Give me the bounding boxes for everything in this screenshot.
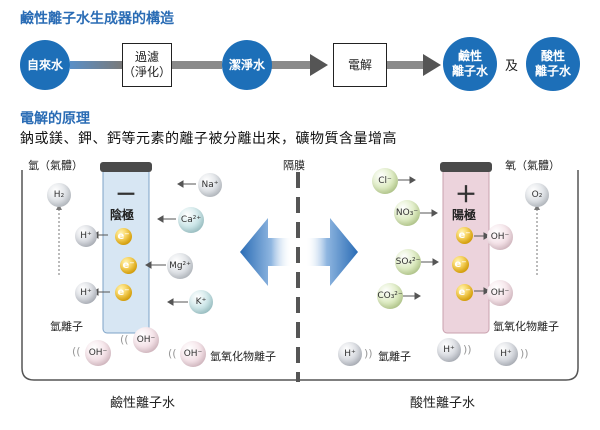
flow-line-2 bbox=[170, 61, 222, 69]
diagram-canvas bbox=[21, 162, 579, 382]
hydrogen-gas-label: 氫（氣體） bbox=[28, 159, 83, 172]
electron-ion: e⁻ bbox=[456, 227, 473, 244]
hydroxide-ion: OH⁻ bbox=[85, 340, 111, 366]
sulfate-ion: SO₄²⁻ bbox=[395, 249, 421, 275]
node-clean-water: 潔淨水 bbox=[222, 40, 272, 90]
carbonate-ion: CO₃²⁻ bbox=[377, 283, 403, 309]
acidic-water-label: 酸性離子水 bbox=[410, 396, 476, 411]
sodium-ion: Na⁺ bbox=[198, 173, 222, 197]
hydroxide-ion: OH⁻ bbox=[487, 280, 513, 306]
o2-molecule: O₂ bbox=[525, 183, 549, 207]
flow-connectors bbox=[70, 54, 441, 76]
anode-ion-arrows bbox=[398, 176, 490, 300]
hydrogen-ion: H⁺ bbox=[437, 338, 461, 362]
electron-ion: e⁻ bbox=[115, 228, 132, 245]
hydrogen-ion: H⁺ bbox=[75, 282, 97, 304]
hydrogen-ion: H⁺ bbox=[75, 225, 97, 247]
node-acidic-water: 酸性 離子水 bbox=[526, 37, 580, 91]
hydroxide-ion: OH⁻ bbox=[133, 327, 159, 353]
hydrogen-ion-label-left: 氫離子 bbox=[50, 320, 83, 333]
flow-line-4 bbox=[385, 61, 423, 69]
chloride-ion: Cl⁻ bbox=[372, 168, 398, 194]
electron-ion: e⁻ bbox=[452, 256, 469, 273]
flow-arrow-2 bbox=[423, 54, 441, 76]
left-big-arrow bbox=[240, 218, 292, 286]
hydroxide-ion-label-left: 氫氧化物離子 bbox=[210, 350, 276, 363]
hydroxide-ion: OH⁻ bbox=[180, 341, 206, 367]
structure-title: 鹼性離子水生成器的構造 bbox=[20, 11, 174, 27]
cathode-minus-sign: － bbox=[114, 183, 137, 208]
flow-line-1 bbox=[70, 61, 122, 69]
principle-subtitle: 鈉或鎂、鉀、鈣等元素的離子被分離出來，礦物質含量增高 bbox=[20, 131, 397, 147]
electron-ion: e⁻ bbox=[120, 257, 137, 274]
anode-cap bbox=[440, 162, 492, 172]
cathode-label: 陰極 bbox=[110, 208, 135, 222]
hydrogen-ion: H⁺ bbox=[494, 342, 518, 366]
alkaline-water-label: 鹼性離子水 bbox=[110, 396, 176, 411]
principle-title: 電解的原理 bbox=[20, 111, 90, 127]
oxygen-gas-label: 氧（氣體） bbox=[505, 159, 560, 172]
and-text: 及 bbox=[505, 59, 519, 74]
membrane-label: 隔膜 bbox=[283, 159, 305, 172]
h2-molecule: H₂ bbox=[47, 183, 71, 207]
node-filter: 過濾 （淨化） bbox=[122, 43, 172, 87]
node-electrolysis: 電解 bbox=[333, 43, 387, 87]
hydrogen-ion-label-right: 氫離子 bbox=[378, 350, 411, 363]
flow-arrow-1 bbox=[310, 54, 328, 76]
hydroxide-ion: OH⁻ bbox=[487, 224, 513, 250]
node-tap-water: 自來水 bbox=[20, 40, 70, 90]
magnesium-ion: Mg²⁺ bbox=[167, 253, 193, 279]
anode-label: 陽極 bbox=[452, 208, 477, 222]
flow-line-3 bbox=[270, 61, 310, 69]
potassium-ion: K⁺ bbox=[189, 290, 213, 314]
cathode-cap bbox=[100, 162, 152, 172]
electron-ion: e⁻ bbox=[115, 284, 132, 301]
anode-plus-sign: ＋ bbox=[454, 183, 477, 208]
calcium-ion: Ca²⁺ bbox=[178, 207, 204, 233]
hydrogen-ion: H⁺ bbox=[338, 342, 362, 366]
node-alkaline-water: 鹼性 離子水 bbox=[443, 37, 497, 91]
right-big-arrow bbox=[306, 218, 358, 286]
electron-ion: e⁻ bbox=[456, 284, 473, 301]
hydroxide-ion-label-right: 氫氧化物離子 bbox=[493, 320, 559, 333]
nitrate-ion: NO₃⁻ bbox=[394, 200, 420, 226]
